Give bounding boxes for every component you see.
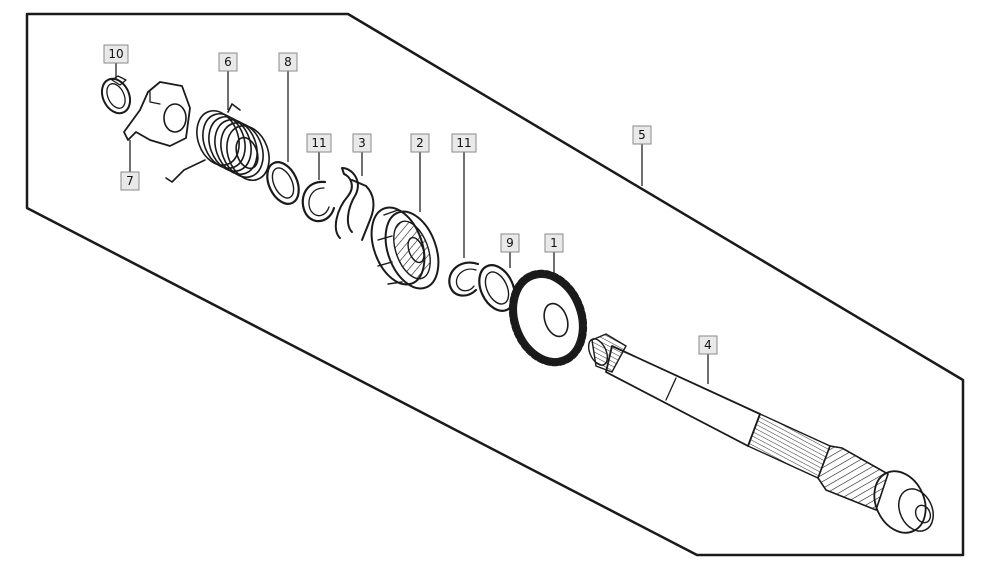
leader-lines (115, 63, 709, 384)
part-wire-spring-3 (334, 167, 375, 241)
svg-text:11: 11 (311, 136, 326, 150)
part-circlip-10 (100, 75, 132, 115)
svg-text:9: 9 (506, 236, 514, 250)
svg-text:1: 1 (550, 236, 558, 250)
callout-3: 3 (352, 133, 372, 153)
callout-11a: 11 (306, 133, 332, 153)
callout-10: 10 (103, 44, 129, 64)
svg-text:5: 5 (638, 128, 646, 142)
callout-11b: 11 (451, 133, 477, 153)
part-gear-1 (508, 269, 588, 367)
part-spring-6 (165, 103, 270, 183)
svg-text:11: 11 (456, 136, 471, 150)
callout-2: 2 (410, 133, 430, 153)
part-shaft-4 (587, 333, 934, 534)
part-washer-8 (266, 161, 300, 205)
part-circlip-11b (448, 261, 480, 297)
callout-6: 6 (218, 52, 238, 72)
callout-1: 1 (544, 233, 564, 253)
svg-text:3: 3 (358, 136, 366, 150)
part-washer-9 (478, 264, 516, 312)
assembly-outline (25, 12, 965, 557)
callout-9: 9 (500, 233, 520, 253)
part-stopper-7 (123, 81, 191, 147)
part-circlip-11a (301, 180, 336, 223)
svg-text:8: 8 (284, 55, 292, 69)
part-ratchet-2 (370, 206, 440, 290)
callout-7: 7 (120, 171, 140, 191)
callout-8: 8 (278, 52, 298, 72)
svg-text:10: 10 (108, 47, 123, 61)
callout-4: 4 (698, 335, 718, 355)
svg-text:7: 7 (126, 174, 134, 188)
callout-5: 5 (632, 125, 652, 145)
svg-text:4: 4 (704, 338, 712, 352)
svg-text:2: 2 (416, 136, 424, 150)
svg-text:6: 6 (224, 55, 232, 69)
